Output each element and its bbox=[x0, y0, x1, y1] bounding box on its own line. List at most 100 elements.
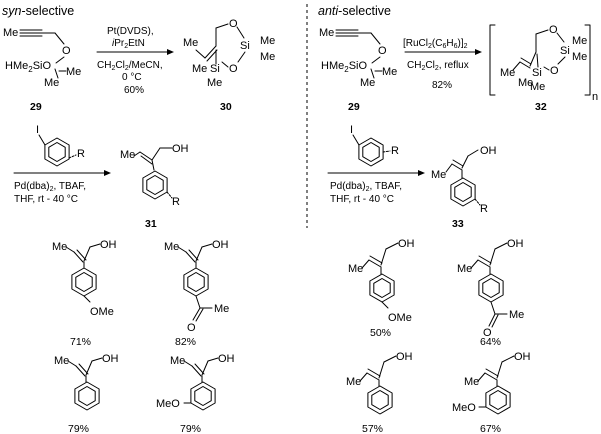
reaction-2-conditions-line1: [RuCl2(C6H6)]2 bbox=[403, 38, 468, 50]
product-5-yield: 79% bbox=[68, 423, 89, 434]
reaction-4-conditions-line2: THF, rt - 40 °C bbox=[330, 194, 394, 205]
svg-text:Si: Si bbox=[532, 67, 542, 79]
svg-text:O: O bbox=[483, 327, 492, 339]
product-8-yield: 67% bbox=[480, 423, 501, 434]
compound-30-structure: Me O Si Me Me O Si Me Me bbox=[183, 18, 275, 89]
reaction-2-conditions-line2: CH2Cl2, reflux bbox=[407, 60, 469, 72]
svg-text:Me: Me bbox=[183, 37, 198, 49]
reaction-1-conditions-line1: Pt(DVDS), bbox=[107, 26, 154, 37]
svg-text:Me: Me bbox=[207, 77, 222, 89]
svg-text:OH: OH bbox=[514, 351, 531, 363]
svg-text:OH: OH bbox=[102, 353, 119, 365]
svg-text:OH: OH bbox=[212, 239, 229, 251]
svg-text:Me: Me bbox=[319, 27, 334, 39]
compound-33-structure: Me OH R bbox=[431, 145, 497, 215]
product-3-yield: 50% bbox=[370, 327, 391, 339]
svg-text:I: I bbox=[36, 124, 39, 136]
reaction-1-conditions-line2: iPr2EtN bbox=[112, 38, 145, 50]
svg-text:MeO: MeO bbox=[156, 398, 180, 410]
svg-text:Me: Me bbox=[170, 355, 185, 367]
svg-text:Si: Si bbox=[560, 45, 570, 57]
reaction-1-conditions-line3: CH2Cl2/MeCN, bbox=[97, 60, 163, 72]
svg-text:Me: Me bbox=[509, 309, 524, 321]
compound-29b-label: 29 bbox=[348, 101, 360, 113]
svg-text:Me: Me bbox=[572, 35, 587, 47]
svg-text:HMe2SiO: HMe2SiO bbox=[321, 60, 367, 74]
svg-text:Me: Me bbox=[214, 303, 229, 315]
svg-text:O: O bbox=[187, 322, 196, 334]
product-1-yield: 71% bbox=[70, 336, 91, 348]
reaction-1-yield: 60% bbox=[124, 85, 144, 96]
svg-text:R: R bbox=[480, 203, 488, 215]
svg-text:Me: Me bbox=[66, 66, 81, 78]
svg-text:Me: Me bbox=[348, 263, 363, 275]
product-6-yield: 79% bbox=[180, 423, 201, 434]
svg-text:R: R bbox=[172, 196, 180, 208]
svg-text:O: O bbox=[550, 65, 559, 77]
product-5-structure: Me OH bbox=[54, 353, 119, 411]
svg-text:OH: OH bbox=[396, 351, 413, 363]
svg-text:Me: Me bbox=[572, 51, 587, 63]
product-2-structure: Me OH O Me bbox=[164, 239, 229, 334]
svg-text:R: R bbox=[391, 145, 399, 157]
svg-text:HMe2SiO: HMe2SiO bbox=[5, 60, 51, 74]
svg-text:OH: OH bbox=[218, 353, 235, 365]
svg-text:OH: OH bbox=[100, 239, 117, 251]
svg-text:O: O bbox=[549, 24, 558, 36]
svg-text:Me: Me bbox=[3, 27, 18, 39]
compound-31-label: 31 bbox=[145, 218, 157, 230]
compound-31-structure: Me OH R bbox=[120, 143, 189, 208]
svg-text:OH: OH bbox=[398, 238, 415, 250]
product-7-yield: 57% bbox=[362, 423, 383, 434]
svg-text:Me: Me bbox=[530, 81, 545, 93]
reaction-1-conditions-line4: 0 °C bbox=[122, 72, 142, 83]
svg-text:n: n bbox=[592, 91, 598, 103]
compound-29-structure-anti: Me O HMe2SiO Me Me bbox=[319, 27, 397, 89]
aryl-iodide-left: I R bbox=[36, 124, 85, 167]
svg-text:Me: Me bbox=[360, 77, 375, 89]
compound-30-label: 30 bbox=[220, 101, 232, 113]
svg-text:OMe: OMe bbox=[388, 312, 412, 324]
svg-text:Me: Me bbox=[346, 376, 361, 388]
product-2-yield: 82% bbox=[175, 336, 196, 348]
svg-text:Me: Me bbox=[54, 355, 69, 367]
product-6-structure: Me OH MeO bbox=[156, 353, 235, 411]
compound-29-label: 29 bbox=[30, 101, 42, 113]
svg-text:O: O bbox=[62, 45, 71, 57]
svg-text:MeO: MeO bbox=[452, 402, 476, 414]
aryl-iodide-right: I R bbox=[350, 124, 399, 167]
compound-32-structure: n Me O Si Me Me O Si Me Me bbox=[489, 24, 598, 103]
svg-text:O: O bbox=[378, 45, 387, 57]
svg-text:OMe: OMe bbox=[90, 306, 114, 318]
svg-text:O: O bbox=[229, 18, 238, 30]
compound-33-label: 33 bbox=[452, 218, 464, 230]
svg-text:Me: Me bbox=[52, 241, 67, 253]
svg-text:OH: OH bbox=[172, 143, 189, 155]
svg-text:Si: Si bbox=[210, 63, 220, 75]
svg-text:Me: Me bbox=[260, 51, 275, 63]
svg-text:Me: Me bbox=[518, 77, 533, 89]
svg-text:Me: Me bbox=[457, 263, 472, 275]
syn-selective-heading: syn-selective bbox=[2, 4, 74, 18]
product-8-structure: Me OH MeO bbox=[452, 351, 531, 415]
compound-32-label: 32 bbox=[535, 101, 547, 113]
svg-text:Me: Me bbox=[120, 149, 135, 161]
product-3-structure: Me OH OMe bbox=[348, 238, 415, 324]
product-4-structure: Me OH O Me bbox=[457, 238, 524, 339]
svg-text:OH: OH bbox=[507, 238, 524, 250]
reaction-2-yield: 82% bbox=[432, 80, 452, 91]
reaction-4-conditions-line1: Pd(dba)2, TBAF, bbox=[330, 181, 402, 193]
reaction-3-conditions-line2: THF, rt - 40 °C bbox=[14, 194, 78, 205]
svg-text:OH: OH bbox=[480, 145, 497, 157]
svg-text:Me: Me bbox=[464, 376, 479, 388]
svg-text:Me: Me bbox=[164, 241, 179, 253]
svg-text:Si: Si bbox=[240, 40, 250, 52]
svg-text:R: R bbox=[77, 148, 85, 160]
svg-text:Me: Me bbox=[44, 77, 59, 89]
svg-text:O: O bbox=[229, 63, 238, 75]
svg-text:Me: Me bbox=[192, 63, 207, 75]
svg-text:Me: Me bbox=[382, 66, 397, 78]
svg-text:Me: Me bbox=[500, 67, 515, 79]
product-4-yield: 64% bbox=[480, 336, 501, 348]
